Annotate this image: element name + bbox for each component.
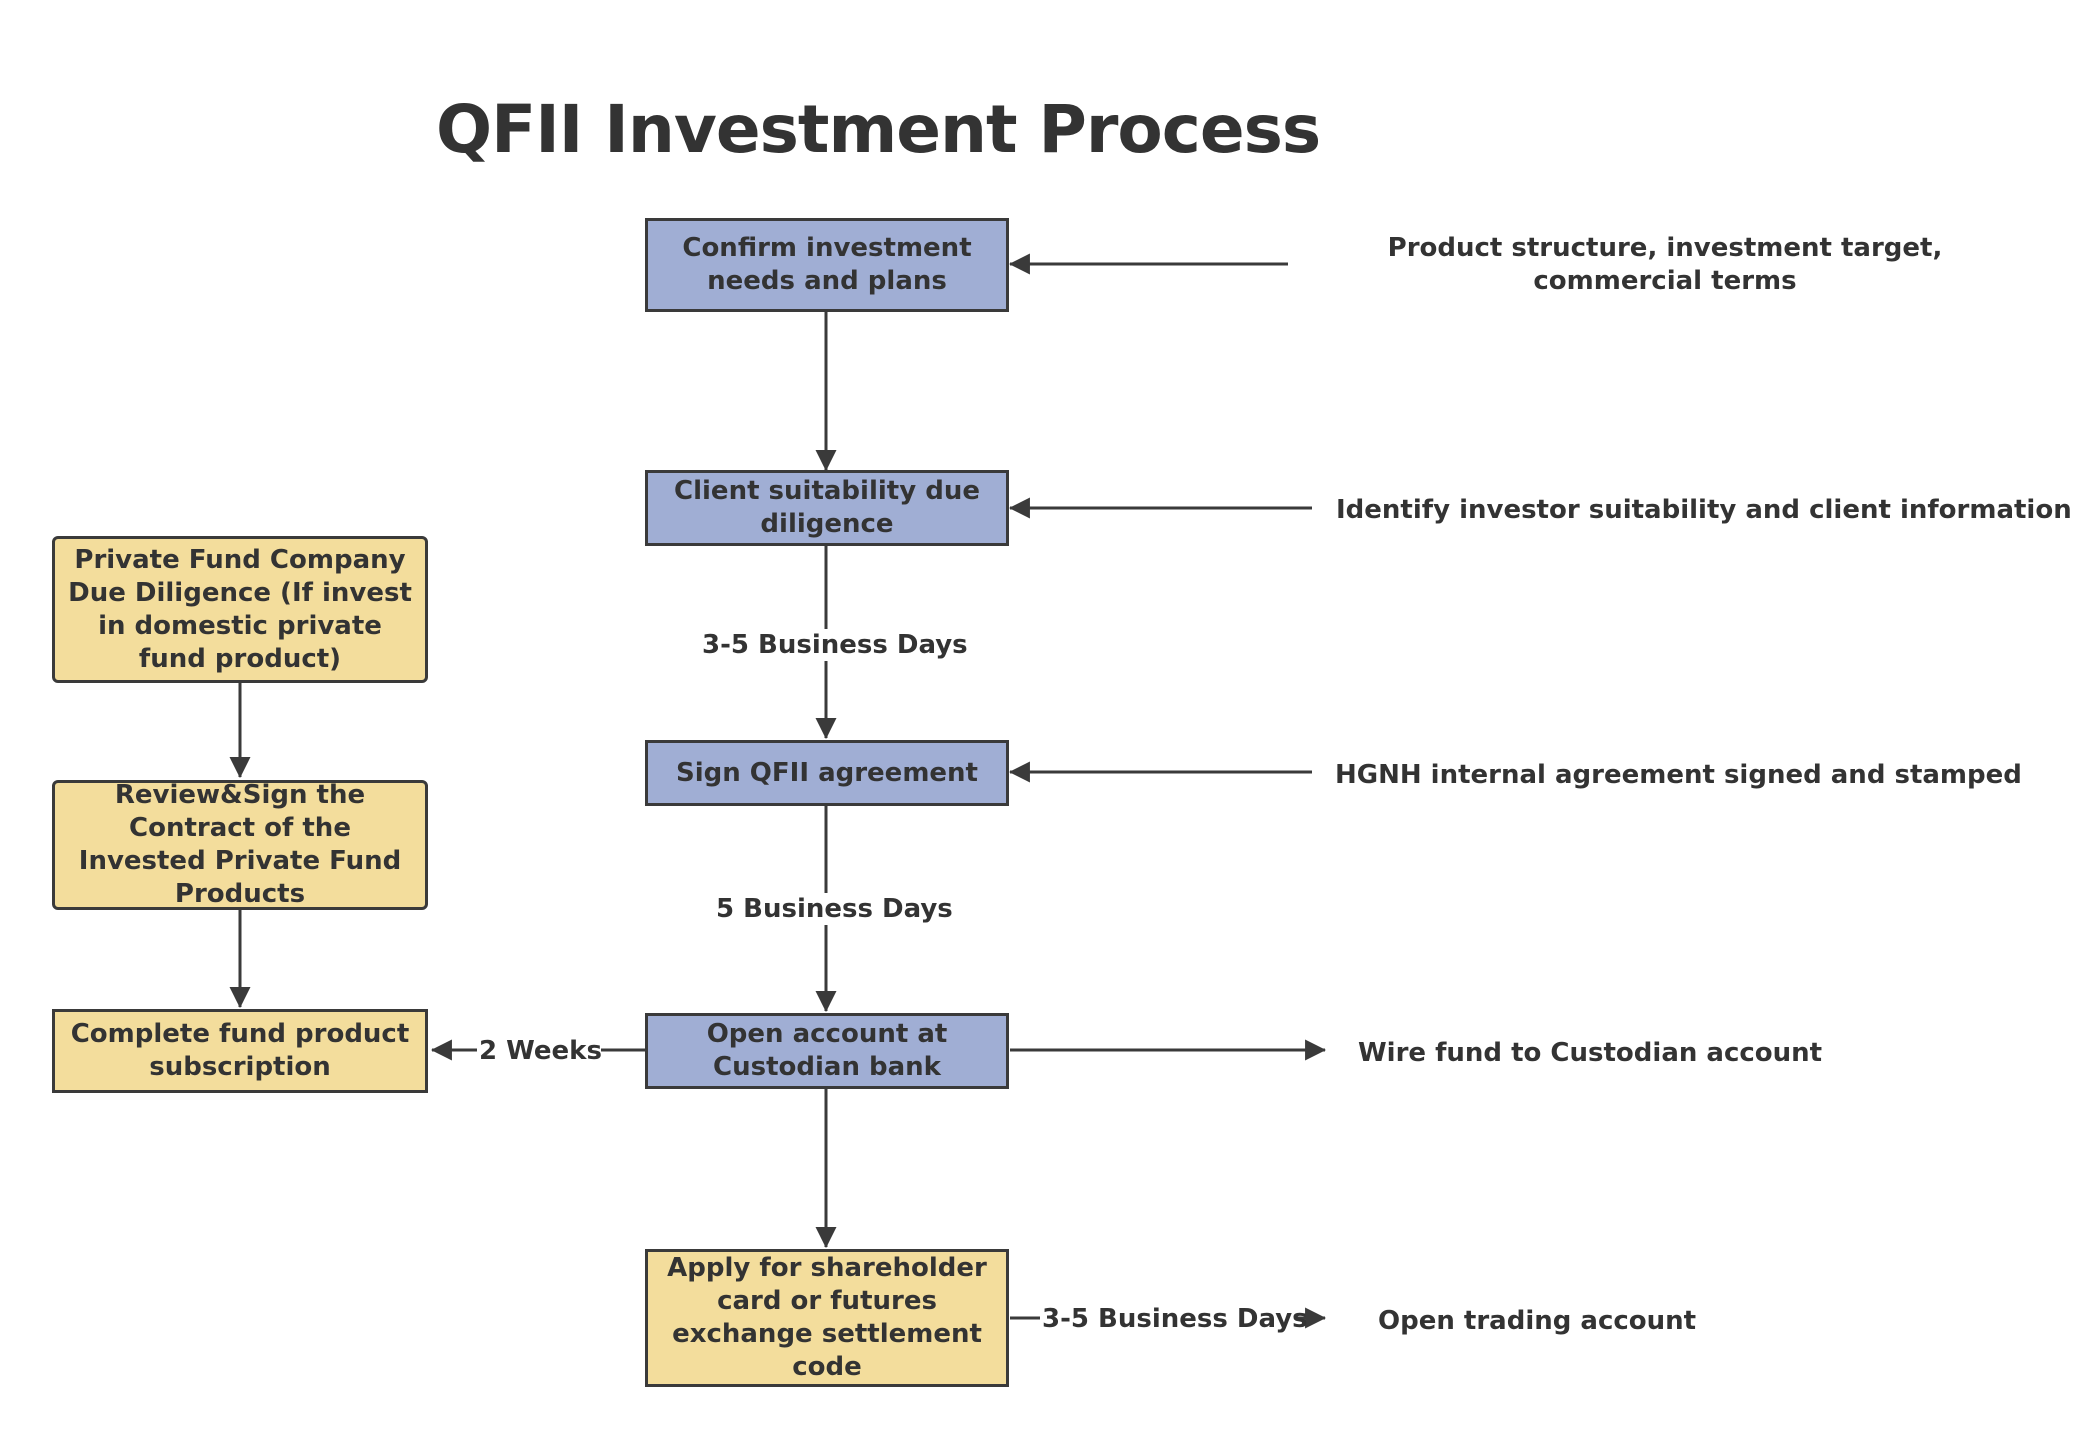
note-wire-fund: Wire fund to Custodian account bbox=[1358, 1037, 1823, 1068]
edge-label-3-5-days-trading: 3-5 Business Days bbox=[1040, 1303, 1308, 1335]
step-apply-shareholder-card: Apply for shareholder card or futures ex… bbox=[645, 1249, 1009, 1387]
note-open-trading-account: Open trading account bbox=[1378, 1305, 1697, 1336]
note-internal-agreement: HGNH internal agreement signed and stamp… bbox=[1335, 759, 2022, 790]
side-private-fund-due-diligence: Private Fund Company Due Diligence (If i… bbox=[52, 536, 428, 683]
step-confirm-needs: Confirm investment needs and plans bbox=[645, 218, 1009, 312]
side-complete-subscription: Complete fund product subscription bbox=[52, 1009, 428, 1093]
page-title: QFII Investment Process bbox=[436, 91, 1321, 168]
edge-label-3-5-days-sign: 3-5 Business Days bbox=[700, 629, 968, 661]
step-open-custodian-account: Open account at Custodian bank bbox=[645, 1013, 1009, 1089]
edge-label-5-days-open: 5 Business Days bbox=[714, 893, 953, 925]
note-investor-suitability: Identify investor suitability and client… bbox=[1336, 494, 2072, 525]
note-product-structure: Product structure, investment target, co… bbox=[1387, 233, 1943, 296]
side-review-sign-contract: Review&Sign the Contract of the Invested… bbox=[52, 780, 428, 910]
step-suitability-due-diligence: Client suitability due diligence bbox=[645, 470, 1009, 546]
edge-label-2-weeks: 2 Weeks bbox=[477, 1035, 602, 1067]
step-sign-qfii-agreement: Sign QFII agreement bbox=[645, 740, 1009, 806]
